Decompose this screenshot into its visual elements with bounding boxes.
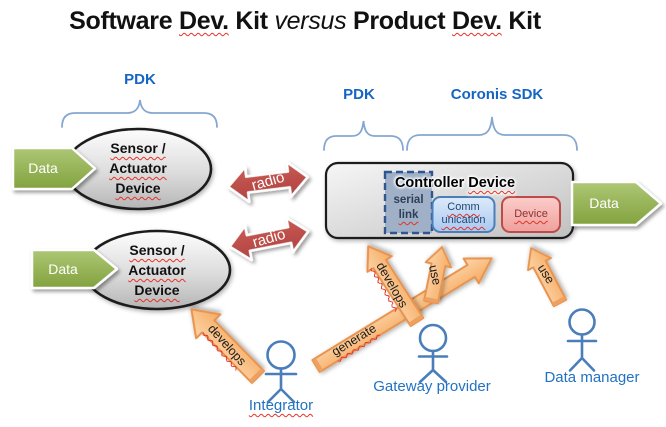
sensor-actuator-label-bottom: Sensor / Actuator Device xyxy=(128,242,186,298)
data-label-left-bottom: Data xyxy=(48,261,78,277)
serial-link-box xyxy=(383,170,434,235)
arrow-use-datamanager xyxy=(526,247,568,308)
pdk-right-label: PDK xyxy=(343,86,375,103)
coronis-sdk-brace xyxy=(406,116,578,151)
gateway-provider-label: Gateway provider xyxy=(373,378,491,395)
controller-device-title: Controller Device xyxy=(394,175,516,191)
arrow-develops-integrator xyxy=(190,308,266,384)
communication-box xyxy=(431,196,496,233)
pdk-left-brace xyxy=(61,99,218,128)
arrow-generate xyxy=(311,257,493,373)
actor-datamanager-figure xyxy=(566,308,598,372)
data-arrow-right xyxy=(570,180,663,227)
pdk-left-label: PDK xyxy=(124,71,156,88)
data-arrow-left-top xyxy=(11,146,97,191)
pdk-right-brace xyxy=(323,120,404,151)
title-word-dev2: Dev. xyxy=(452,7,502,35)
device-box xyxy=(501,196,561,233)
title-word: Kit xyxy=(508,7,541,35)
data-arrow-left-bottom xyxy=(30,248,119,290)
actor-integrator-figure xyxy=(264,340,298,404)
actor-gateway-figure xyxy=(417,323,449,384)
device-label: Device xyxy=(514,208,548,220)
serial-link-label: serial link xyxy=(393,194,424,221)
title-word: Product xyxy=(352,7,446,35)
page-title: Software Dev. Kit versus Product Dev. Ki… xyxy=(0,7,610,36)
title-word: Software xyxy=(69,7,173,35)
data-label-right: Data xyxy=(589,195,619,211)
arrow-develops-gateway xyxy=(366,245,425,328)
title-word-dev1: Dev. xyxy=(178,7,229,35)
radio-arrow-top xyxy=(227,160,309,204)
data-label-left-top: Data xyxy=(28,160,58,176)
data-manager-label: Data manager xyxy=(544,369,640,386)
title-word: Kit xyxy=(235,7,268,35)
integrator-label: Integrator xyxy=(248,397,314,414)
sensor-actuator-label-top: Sensor / Actuator Device xyxy=(109,140,167,196)
coronis-sdk-label: Coronis SDK xyxy=(450,86,544,103)
title-word-versus: versus xyxy=(274,7,347,35)
radio-arrow-bottom xyxy=(228,216,310,262)
arrow-use-gateway xyxy=(423,246,453,305)
communication-label: Comm unication xyxy=(441,201,486,226)
